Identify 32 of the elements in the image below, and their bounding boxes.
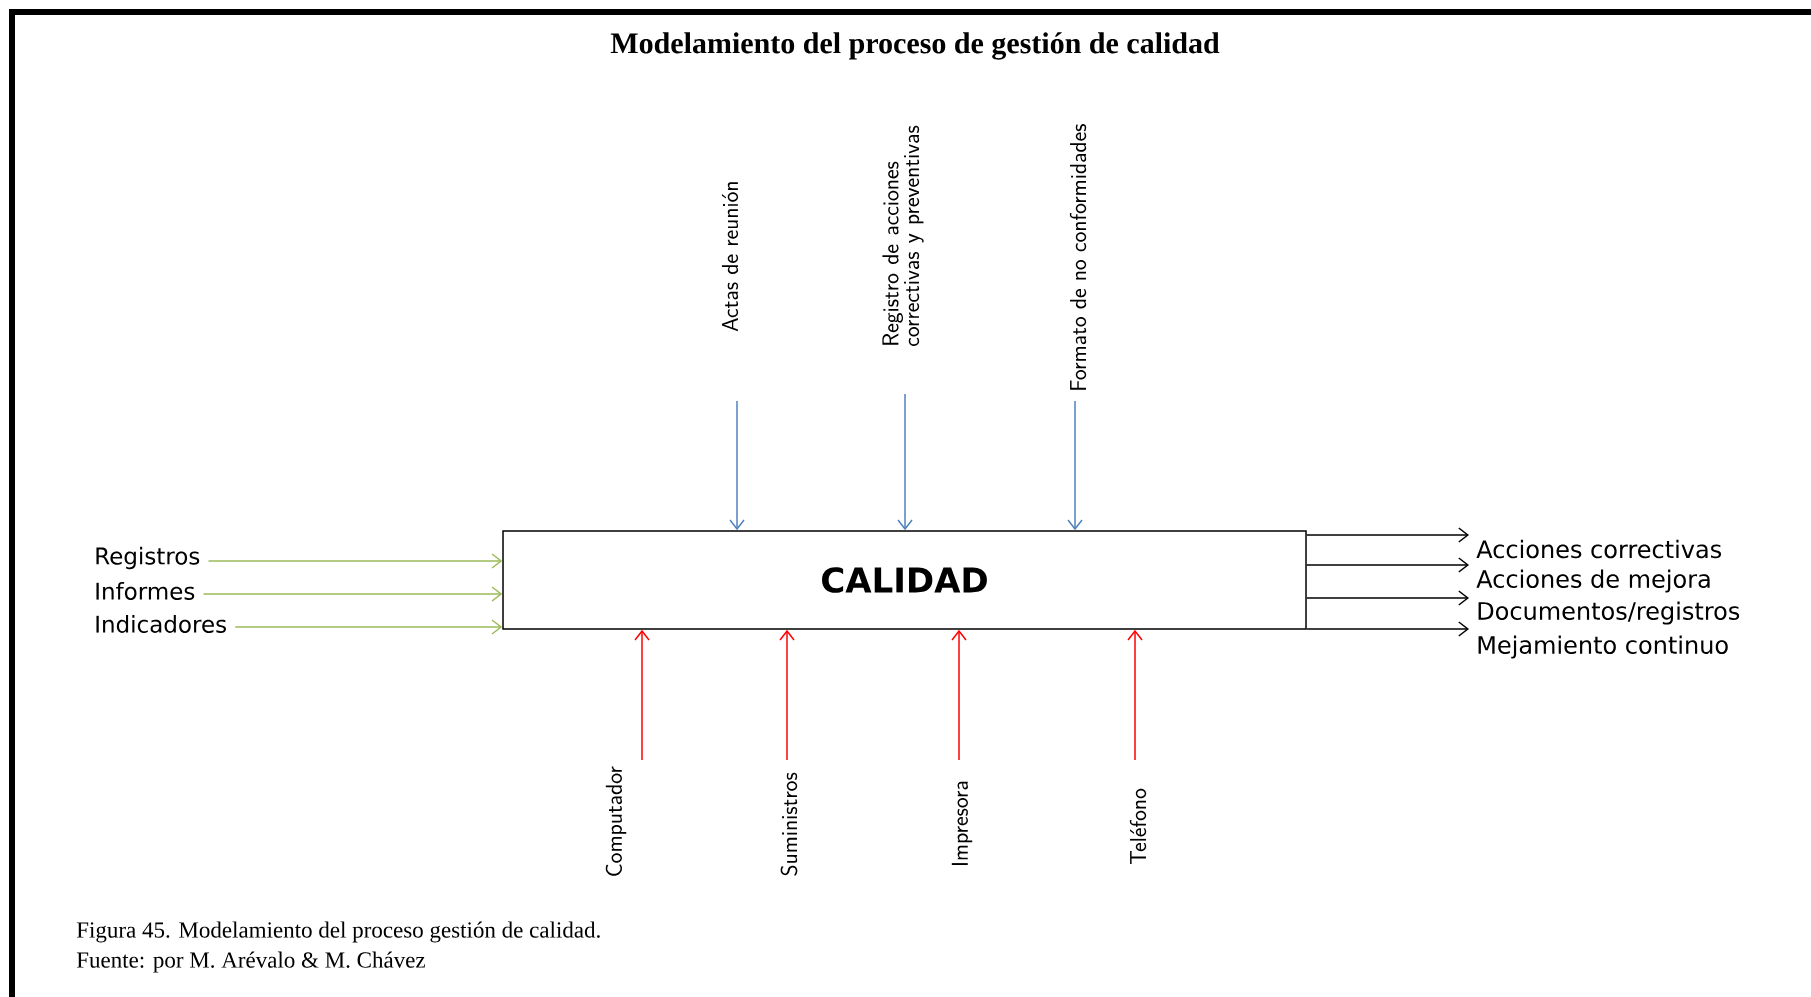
input-label: Formato de no conformidades: [1069, 124, 1087, 390]
input-label: Registro de acciones correctivas y preventivas: [882, 125, 924, 347]
arrow: [779, 629, 795, 761]
arrow: [729, 400, 745, 531]
process-box: CALIDAD: [502, 530, 1307, 630]
input-label: Indicadores: [96, 615, 226, 633]
arrow: [1306, 557, 1470, 573]
output-label: Mejamiento continuo: [1478, 635, 1728, 659]
arrow: [1306, 590, 1470, 606]
arrow: [951, 629, 967, 761]
arrow: [234, 619, 503, 635]
input-label: Actas de reunión: [721, 182, 739, 332]
input-label: Suministros: [780, 772, 798, 876]
arrow: [1306, 527, 1470, 543]
output-label: Acciones de mejora: [1476, 569, 1710, 593]
input-label: Informes: [96, 582, 195, 600]
input-label: Registros: [96, 546, 200, 570]
arrow: [202, 586, 503, 602]
source-note: Fuente: por M. Arévalo & M. Chávez: [76, 951, 425, 973]
output-label: Documentos/registros: [1478, 601, 1740, 625]
arrow: [897, 393, 913, 531]
arrow: [1127, 629, 1143, 761]
figure-caption: Figura 45. Modelamiento del proceso gestión de calidad.: [76, 921, 600, 943]
output-label: Acciones correctivas: [1476, 539, 1722, 559]
input-label: Impresora: [951, 781, 973, 866]
diagram-title: Modelamiento del proceso de gestión de calidad: [610, 32, 1220, 60]
arrow: [1306, 621, 1470, 637]
input-label: Computador: [605, 766, 627, 876]
arrow: [1067, 400, 1083, 531]
arrow: [634, 629, 650, 761]
arrow: [207, 553, 503, 569]
input-label: Teléfono: [1129, 788, 1147, 865]
